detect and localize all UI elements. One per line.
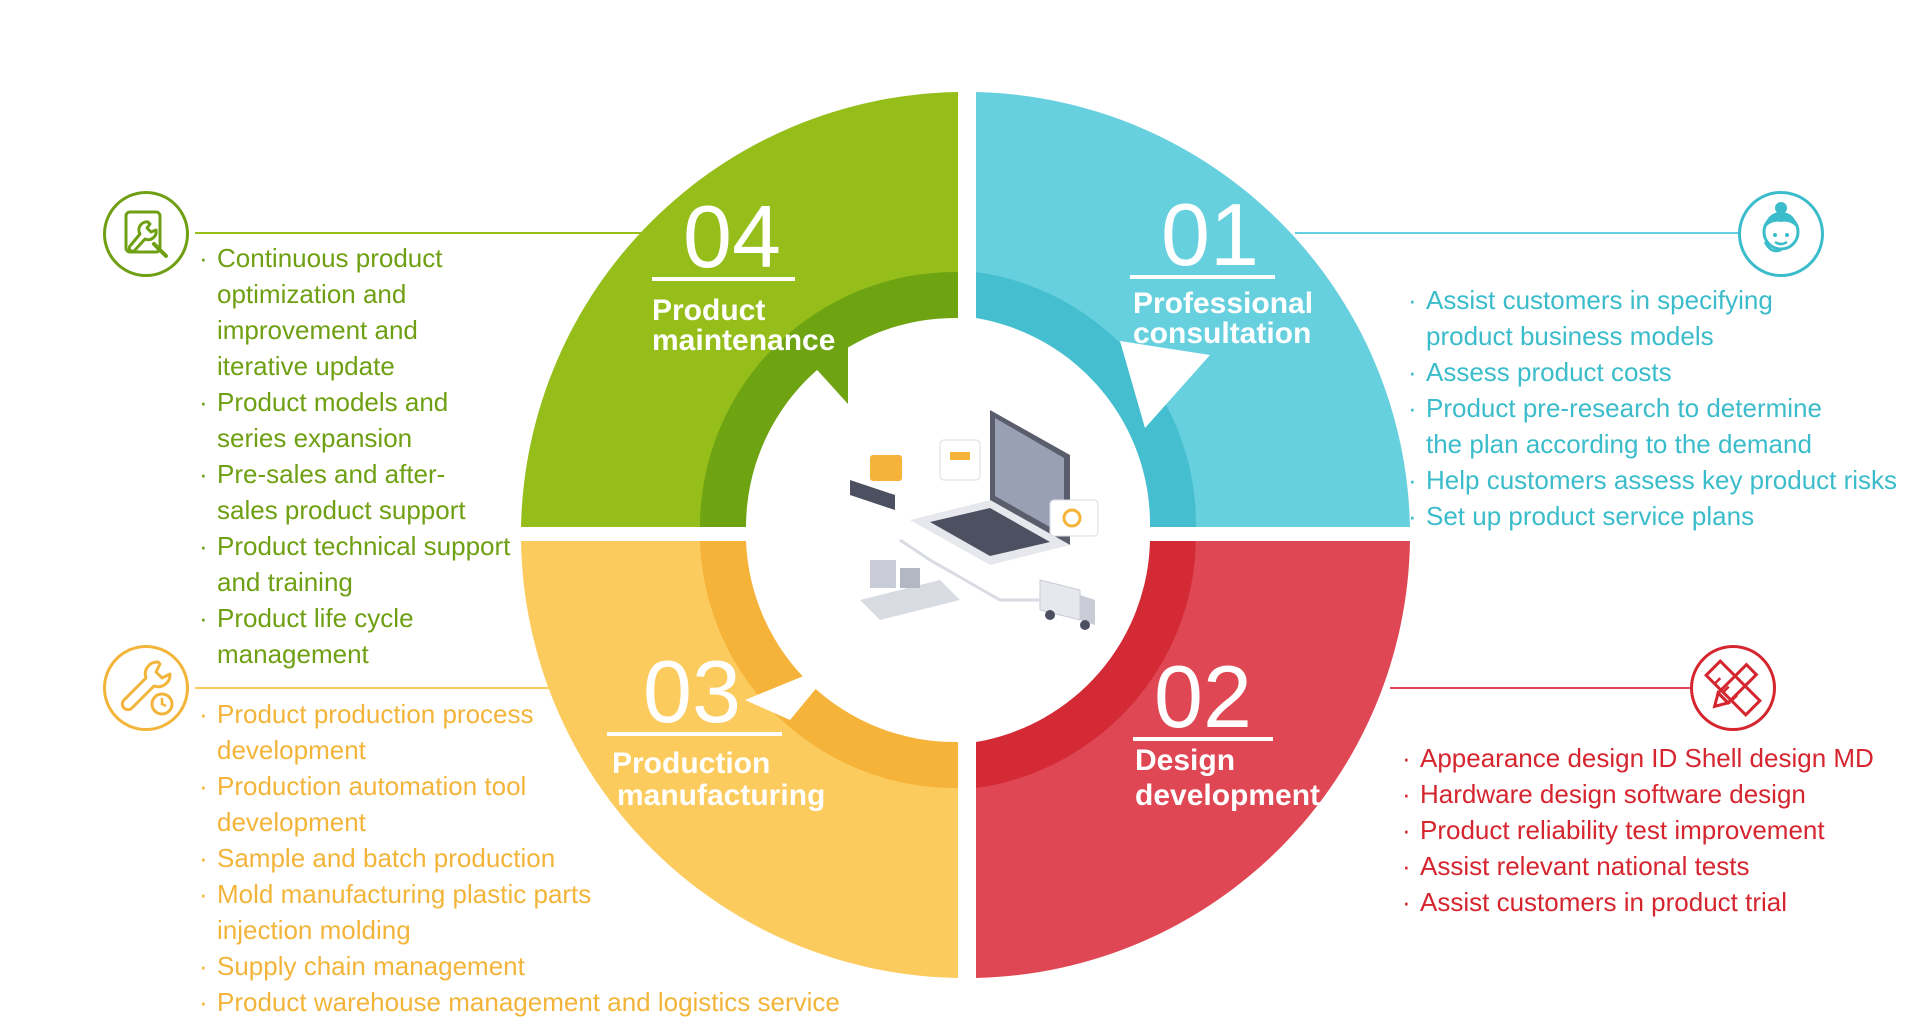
tablet-icon [850, 480, 895, 510]
list-item: Pre-sales and after- [199, 456, 535, 492]
section-title-02-line2: development [1135, 779, 1320, 812]
section-number-01: 01 [1161, 185, 1259, 284]
quadrant-02 [976, 541, 1410, 978]
list-item: development [217, 735, 366, 765]
section-number-04: 04 [683, 187, 781, 286]
list-item: Hardware design software design [1402, 776, 1908, 812]
wrench-document-icon [103, 191, 189, 277]
section-03-items: Product production process development P… [199, 696, 865, 1020]
quadrant-03-inner-arc [700, 541, 958, 789]
list-item: improvement and [217, 315, 418, 345]
pencil-ruler-icon [1690, 645, 1776, 731]
customer-service-person-icon [1738, 191, 1824, 277]
list-item: Production automation tool [199, 768, 865, 804]
list-item: Product technical support [199, 528, 535, 564]
wrench-clock-icon [103, 645, 189, 731]
list-item: Product reliability test improvement [1402, 812, 1908, 848]
section-title-04-line1: Product [652, 294, 765, 327]
list-item: Product production process [199, 696, 865, 732]
section-number-02: 02 [1154, 647, 1252, 746]
quadrant-01 [976, 92, 1410, 527]
quadrant-02-arrow-tip [1110, 650, 1160, 712]
quadrant-04 [521, 92, 958, 527]
list-item: iterative update [217, 351, 395, 381]
list-item: management [217, 639, 369, 669]
list-item: Product warehouse management and logisti… [199, 984, 865, 1020]
list-item: and training [217, 567, 353, 597]
list-item: Help customers assess key product risks [1408, 462, 1914, 498]
list-item: Assess product costs [1408, 354, 1914, 390]
list-item: the plan according to the demand [1426, 429, 1812, 459]
list-item: injection molding [217, 915, 411, 945]
list-item: Product life cycle [199, 600, 535, 636]
quadrant-04-outer-ring [521, 92, 958, 527]
section-labels: 01 Professional consultation 02 Design d… [607, 185, 1320, 812]
section-title-04-line2: maintenance [652, 324, 835, 357]
connector-line-04 [195, 232, 645, 234]
list-item: series expansion [217, 423, 413, 453]
connector-line-01 [1295, 232, 1738, 234]
list-item: Supply chain management [199, 948, 865, 984]
list-item: development [217, 807, 366, 837]
list-item: Assist customers in product trial [1402, 884, 1908, 920]
section-02-items: Appearance design ID Shell design MD Har… [1402, 740, 1908, 920]
list-item: Assist customers in specifying [1408, 282, 1914, 318]
list-item: optimization and [217, 279, 407, 309]
list-item: Appearance design ID Shell design MD [1402, 740, 1908, 776]
quadrant-02-inner-arc [976, 541, 1196, 788]
list-item: Product pre-research to determine [1408, 390, 1914, 426]
connector-line-03 [195, 687, 565, 689]
center-illustration [850, 410, 1099, 630]
section-title-01-line2: consultation [1133, 317, 1311, 350]
section-01-items: Assist customers in specifying product b… [1408, 282, 1914, 534]
list-item: product business models [1426, 321, 1714, 351]
quadrant-01-outer-ring [976, 92, 1410, 527]
section-title-01-line1: Professional [1133, 287, 1313, 320]
section-04-items: Continuous product optimization and impr… [199, 240, 535, 672]
quadrant-04-arrow-tip [790, 340, 848, 404]
quadrant-01-arrow-notch [1120, 341, 1210, 428]
quadrant-01-inner-arc [976, 272, 1197, 527]
list-item: Set up product service plans [1408, 498, 1914, 534]
quadrant-02-outer-ring [976, 541, 1410, 978]
list-item: Mold manufacturing plastic parts [199, 876, 865, 912]
list-item: Continuous product [199, 240, 535, 276]
list-item: Sample and batch production [199, 840, 865, 876]
conveyor-icon [860, 580, 960, 620]
list-item: Product models and [199, 384, 535, 420]
list-item: Assist relevant national tests [1402, 848, 1908, 884]
connector-line-02 [1390, 687, 1690, 689]
section-title-02-line1: Design [1135, 744, 1235, 777]
quadrant-04-inner-arc [700, 271, 958, 527]
list-item: sales product support [217, 495, 466, 525]
